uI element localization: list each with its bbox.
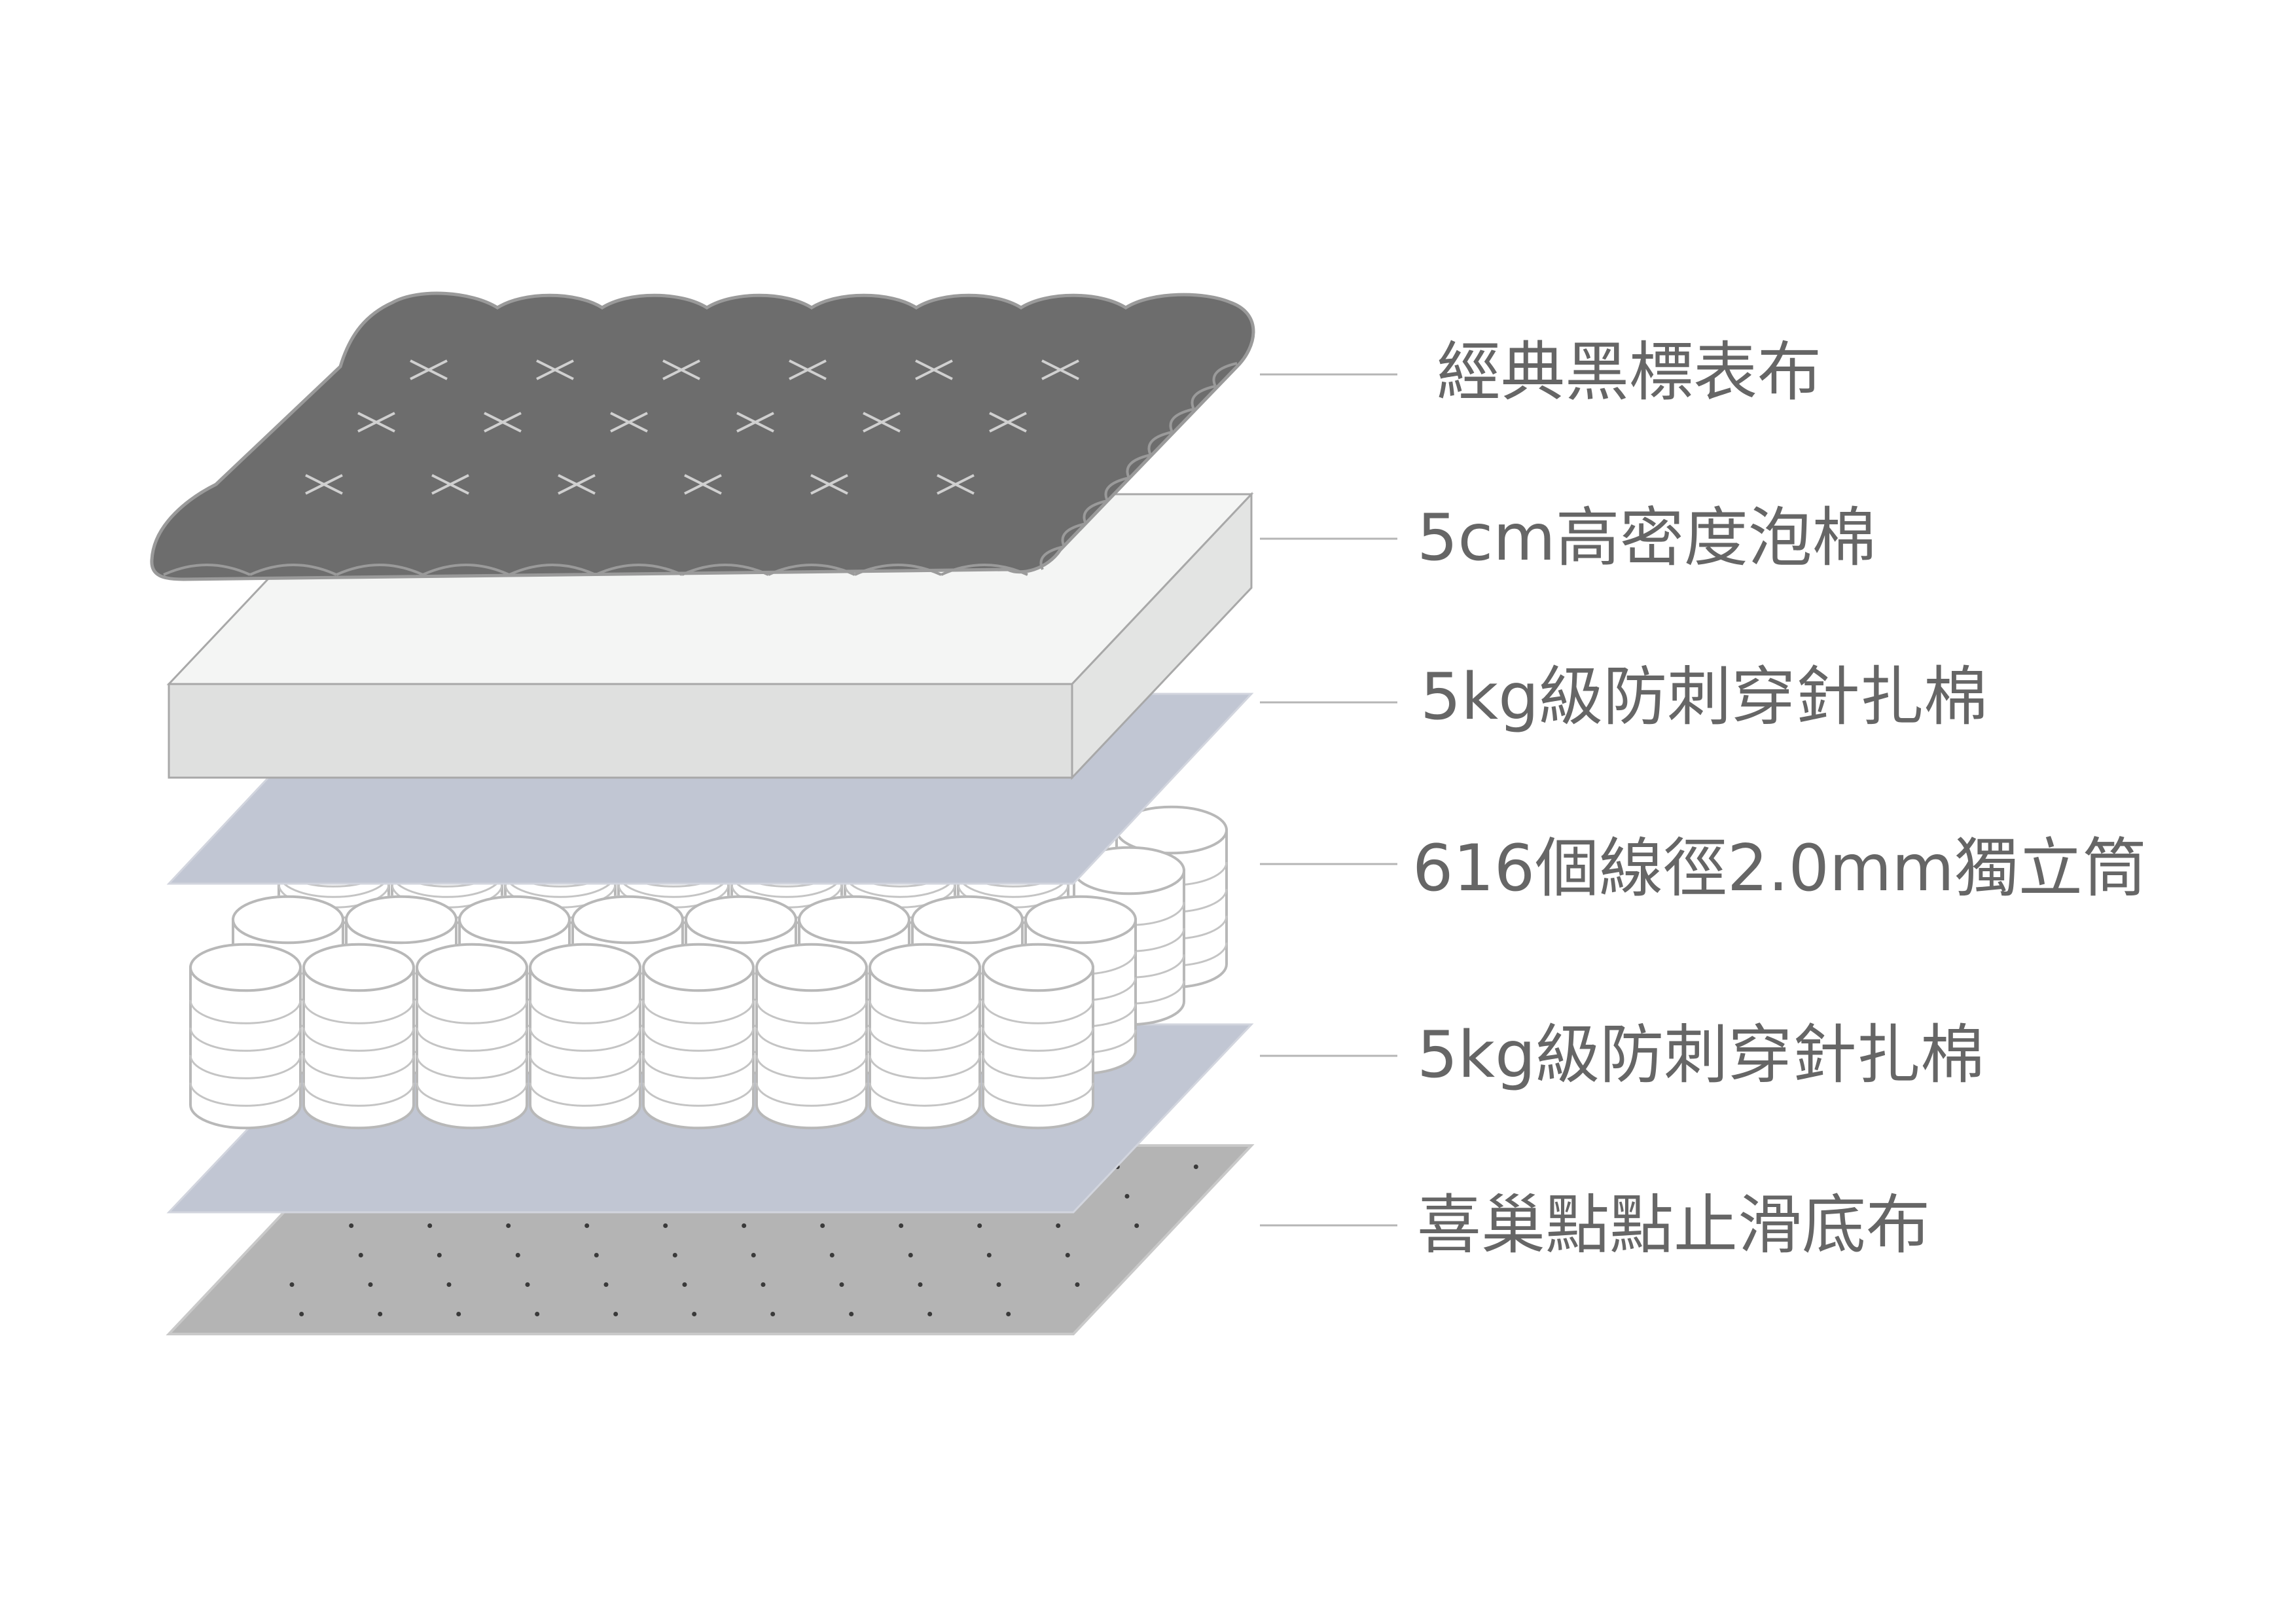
base-dot xyxy=(358,1253,363,1257)
tuft-stitch xyxy=(558,474,596,495)
tuft-stitch xyxy=(937,474,975,495)
base-dot xyxy=(692,1312,697,1316)
label-foam: 5cm高密度泡棉 xyxy=(1417,501,1876,575)
base-dot xyxy=(899,1223,904,1228)
base-dot xyxy=(1193,1164,1198,1169)
tuft-stitch xyxy=(431,474,469,495)
tuft-stitch xyxy=(536,359,574,380)
tuft-stitch xyxy=(357,412,395,433)
leader-lines xyxy=(1260,373,1397,1227)
base-dot xyxy=(1006,1312,1011,1316)
base-dot xyxy=(506,1223,511,1228)
base-dot xyxy=(1134,1223,1139,1228)
base-dot xyxy=(986,1253,992,1257)
base-dot xyxy=(613,1312,619,1316)
base-dot xyxy=(672,1253,677,1257)
base-dot xyxy=(829,1253,834,1257)
base-dot xyxy=(682,1282,687,1287)
base-dot xyxy=(839,1282,844,1287)
tuft-stitch xyxy=(610,412,648,433)
base-dot xyxy=(368,1282,373,1287)
tuft-stitch xyxy=(989,412,1027,433)
tuft-stitch xyxy=(1041,359,1079,380)
base-dot xyxy=(770,1312,776,1316)
top-fabric-layer xyxy=(150,291,1255,581)
spring-coil xyxy=(189,943,302,1130)
base-dot xyxy=(1056,1223,1061,1228)
tuft-stitch xyxy=(789,359,827,380)
tuft-stitch xyxy=(662,359,700,380)
base-dot xyxy=(289,1282,295,1287)
label-top-fabric: 經典黑標表布 xyxy=(1437,335,1821,410)
base-dot xyxy=(594,1253,599,1257)
base-dot xyxy=(849,1312,854,1316)
base-dot xyxy=(427,1223,433,1228)
label-springs: 616個線徑2.0mm獨立筒 xyxy=(1412,831,2147,906)
base-dot xyxy=(927,1312,933,1316)
tuft-stitch xyxy=(484,412,522,433)
base-dot xyxy=(525,1282,530,1287)
base-dot xyxy=(437,1253,442,1257)
tuft-stitch xyxy=(810,474,848,495)
spring-coil xyxy=(642,943,755,1130)
base-dot xyxy=(996,1282,1001,1287)
base-dot xyxy=(977,1223,982,1228)
base-dot xyxy=(535,1312,540,1316)
layer-labels: 經典黑標表布 5cm高密度泡棉 5kg級防刺穿針扎棉 616個線徑2.0mm獨立… xyxy=(1412,335,2147,1263)
base-dot xyxy=(742,1223,747,1228)
base-dot xyxy=(584,1223,590,1228)
base-dot xyxy=(1075,1282,1080,1287)
tuft-stitch xyxy=(410,359,448,380)
base-dot xyxy=(603,1282,609,1287)
quilt-tufts xyxy=(305,359,1079,495)
tuft-stitch xyxy=(305,474,343,495)
spring-coil xyxy=(302,943,415,1130)
spring-coil xyxy=(869,943,981,1130)
base-dot xyxy=(918,1282,923,1287)
base-dot xyxy=(378,1312,383,1316)
base-dot xyxy=(908,1253,913,1257)
tuft-stitch xyxy=(684,474,722,495)
base-dot xyxy=(761,1282,766,1287)
base-dot xyxy=(820,1223,825,1228)
tuft-stitch xyxy=(915,359,953,380)
base-dot xyxy=(299,1312,304,1316)
base-dot xyxy=(446,1282,452,1287)
base-dot xyxy=(1124,1194,1130,1199)
tuft-stitch xyxy=(736,412,774,433)
label-felt-lower: 5kg級防刺穿針扎棉 xyxy=(1417,1018,1984,1092)
base-dot xyxy=(663,1223,668,1228)
base-dot xyxy=(751,1253,756,1257)
label-felt-upper: 5kg級防刺穿針扎棉 xyxy=(1420,660,1988,734)
spring-coil xyxy=(529,943,641,1130)
spring-coil xyxy=(755,943,868,1130)
label-base-fabric: 喜巢點點止滑底布 xyxy=(1417,1188,1930,1263)
tuft-stitch xyxy=(863,412,901,433)
base-dot xyxy=(515,1253,520,1257)
base-dot xyxy=(349,1223,354,1228)
spring-coil xyxy=(982,943,1094,1130)
base-dot xyxy=(1065,1253,1070,1257)
spring-coil xyxy=(416,943,528,1130)
base-dot xyxy=(456,1312,461,1316)
